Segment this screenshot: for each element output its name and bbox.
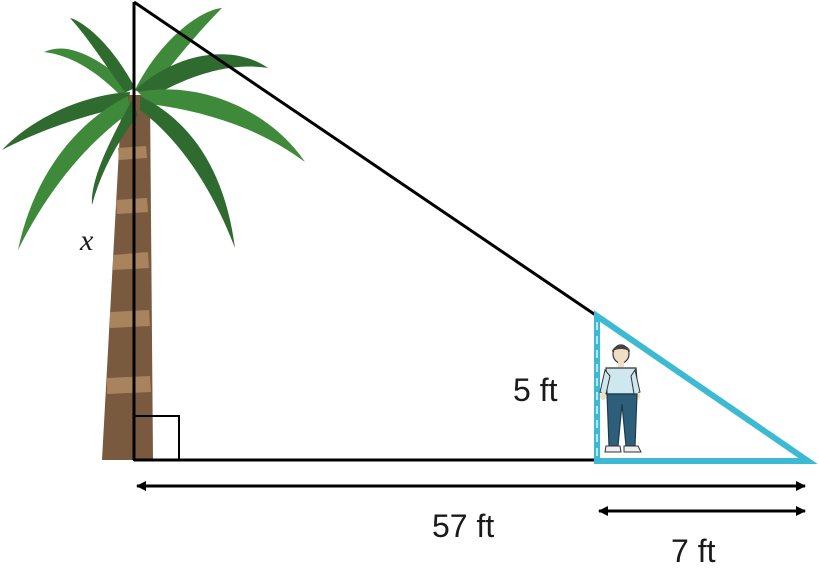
small-triangle <box>594 310 818 464</box>
large-triangle-hypotenuse <box>133 0 598 318</box>
tree-height-label: x <box>79 224 94 257</box>
palm-tree-icon <box>2 8 305 460</box>
person-height-label: 5 ft <box>513 372 558 408</box>
total-distance-label: 57 ft <box>432 508 494 544</box>
standing-man-icon <box>599 344 642 453</box>
shadow-distance-label: 7 ft <box>671 533 716 569</box>
right-angle-marker <box>133 415 180 461</box>
